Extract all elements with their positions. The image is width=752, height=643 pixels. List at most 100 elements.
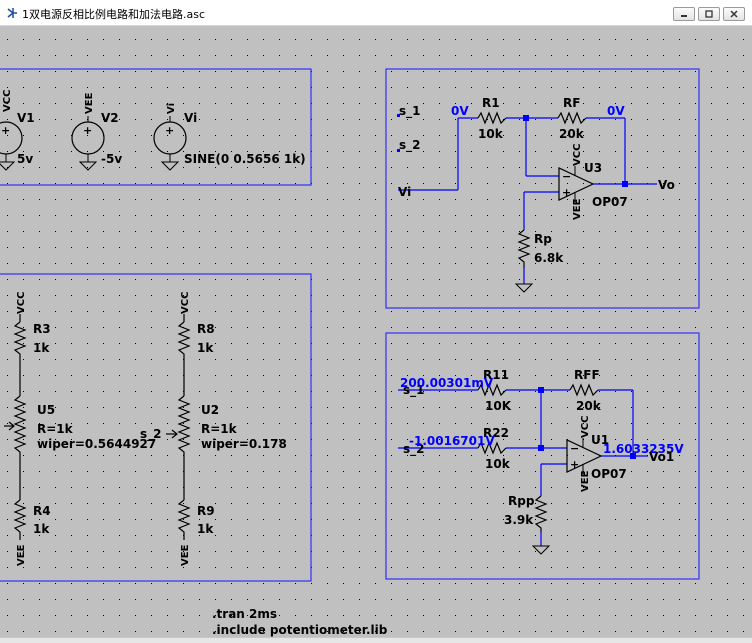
rf-name: RF <box>563 96 580 110</box>
rpp-ground-icon <box>531 545 551 555</box>
window-title: 1双电源反相比例电路和加法电路.asc <box>22 8 206 21</box>
pot-vcc-right: VCC <box>180 292 191 314</box>
u3-vee: VEE <box>572 198 583 220</box>
u3-model: OP07 <box>592 195 628 209</box>
r1-value: 10k <box>478 127 504 141</box>
resistor-rff[interactable]: RFF 20k <box>569 368 602 413</box>
r9-name: R9 <box>197 504 215 518</box>
inv-node-v-left: 0V <box>451 104 469 118</box>
rp-name: Rp <box>534 232 552 246</box>
directive-include[interactable]: .include potentiometer.lib <box>212 623 388 637</box>
r8-name: R8 <box>197 322 215 336</box>
pot-vee-left: VEE <box>16 544 27 566</box>
pot-section: VCC VEE R3 1k U5 R=1k wiper=0.5644927 R4… <box>4 292 287 566</box>
vi-net: Vi <box>166 103 177 114</box>
rff-name: RFF <box>574 368 600 382</box>
rpp-value: 3.9k <box>504 513 534 527</box>
frame-summing <box>385 332 700 580</box>
sum-wires <box>398 389 648 546</box>
svg-text:+: + <box>570 458 579 471</box>
u3-vcc: VCC <box>572 144 583 166</box>
sum-junction-3 <box>630 453 636 459</box>
resistor-r4[interactable]: R4 1k <box>33 504 51 536</box>
u5-name: U5 <box>37 403 55 417</box>
maximize-button[interactable] <box>698 7 720 21</box>
u1-vee: VEE <box>580 470 591 492</box>
sum-junction-2 <box>538 445 544 451</box>
v2-net: VEE <box>84 92 95 114</box>
frame-sources <box>0 68 312 186</box>
inverting-amp: R1 10k RF 20k Rp 6.8k − + VCC VEE U3 OP0… <box>397 96 675 293</box>
resistor-rp[interactable]: Rp 6.8k <box>514 229 564 293</box>
close-icon <box>730 10 738 18</box>
opamp-u1[interactable]: − + VCC VEE U1 OP07 <box>566 416 627 492</box>
r1-name: R1 <box>482 96 500 110</box>
resistor-rpp[interactable]: Rpp 3.9k <box>504 494 551 555</box>
schematic-svg[interactable]: + VCC V1 5v + VEE V2 -5v + Vi Vi SINE(0 … <box>0 26 752 643</box>
source-v1[interactable]: + VCC V1 5v <box>0 90 35 171</box>
u1-vcc: VCC <box>580 416 591 438</box>
resistor-r8[interactable]: R8 1k <box>197 322 215 355</box>
rpp-name: Rpp <box>508 494 535 508</box>
u2-wiper: wiper=0.178 <box>201 437 287 451</box>
potentiometer-u5[interactable]: U5 R=1k wiper=0.5644927 <box>37 403 156 451</box>
v1-value: 5v <box>17 152 33 166</box>
title-bar: 1双电源反相比例电路和加法电路.asc <box>0 0 752 26</box>
maximize-icon <box>705 10 713 18</box>
v1-net: VCC <box>2 90 13 112</box>
resistor-r9[interactable]: R9 1k <box>197 504 215 536</box>
close-button[interactable] <box>723 7 745 21</box>
sum-op-s2: -1.0016701V <box>409 434 495 448</box>
inv-vi-label: Vi <box>398 185 411 199</box>
rp-value: 6.8k <box>534 251 564 265</box>
source-vi[interactable]: + Vi Vi SINE(0 0.5656 1k) <box>153 103 306 171</box>
inv-junction-2 <box>622 181 628 187</box>
potentiometer-u2[interactable]: U2 R=1k wiper=0.178 <box>201 403 287 451</box>
r11-value: 10K <box>485 399 512 413</box>
sum-junction-1 <box>538 387 544 393</box>
svg-text:+: + <box>1 124 10 137</box>
u5-r: R=1k <box>37 422 74 436</box>
inv-node-v-right: 0V <box>607 104 625 118</box>
resistor-r1[interactable]: R1 10k <box>477 96 507 141</box>
minimize-button[interactable] <box>673 7 695 21</box>
schematic-canvas[interactable]: + VCC V1 5v + VEE V2 -5v + Vi Vi SINE(0 … <box>0 26 752 643</box>
svg-text:−: − <box>562 170 571 183</box>
vi-value: SINE(0 0.5656 1k) <box>184 152 306 166</box>
u2-r: R=1k <box>201 422 238 436</box>
u2-name: U2 <box>201 403 219 417</box>
r8-value: 1k <box>197 341 214 355</box>
horizontal-scrollbar[interactable] <box>0 637 752 643</box>
sum-op-s1: 200.00301mV <box>400 376 494 390</box>
resistor-rf[interactable]: RF 20k <box>557 96 587 141</box>
svg-text:+: + <box>83 124 92 137</box>
u5-wiper: wiper=0.5644927 <box>37 437 156 451</box>
rp-ground-icon <box>514 283 534 293</box>
rff-value: 20k <box>576 399 602 413</box>
r4-value: 1k <box>33 522 50 536</box>
ltspice-icon[interactable] <box>6 7 18 19</box>
opamp-u3[interactable]: − + VCC VEE U3 OP07 <box>558 144 628 220</box>
r22-name: R22 <box>483 426 509 440</box>
svg-text:+: + <box>562 186 571 199</box>
v1-name: V1 <box>17 111 35 125</box>
source-v2[interactable]: + VEE V2 -5v <box>71 92 122 171</box>
pot-s2-label: s_2 <box>140 427 162 442</box>
r3-value: 1k <box>33 341 50 355</box>
u1-name: U1 <box>591 433 609 447</box>
inv-port-dots <box>397 114 400 152</box>
sum-out-label: Vo1 <box>649 450 674 464</box>
r22-value: 10k <box>485 457 511 471</box>
resistor-r3[interactable]: R3 1k <box>33 322 51 355</box>
inv-s1-label: s_1 <box>399 104 421 119</box>
directive-tran[interactable]: .tran 2ms <box>212 607 277 621</box>
sum-s1-label: s_1 <box>403 383 425 398</box>
r11-name: R11 <box>483 368 509 382</box>
r3-name: R3 <box>33 322 51 336</box>
inv-junction-1 <box>523 115 529 121</box>
resistor-r22[interactable]: R22 10k <box>477 426 511 471</box>
pot-vcc-left: VCC <box>16 292 27 314</box>
resistor-r11[interactable]: R11 10K <box>477 368 512 413</box>
vi-name: Vi <box>184 111 197 125</box>
rf-value: 20k <box>559 127 585 141</box>
